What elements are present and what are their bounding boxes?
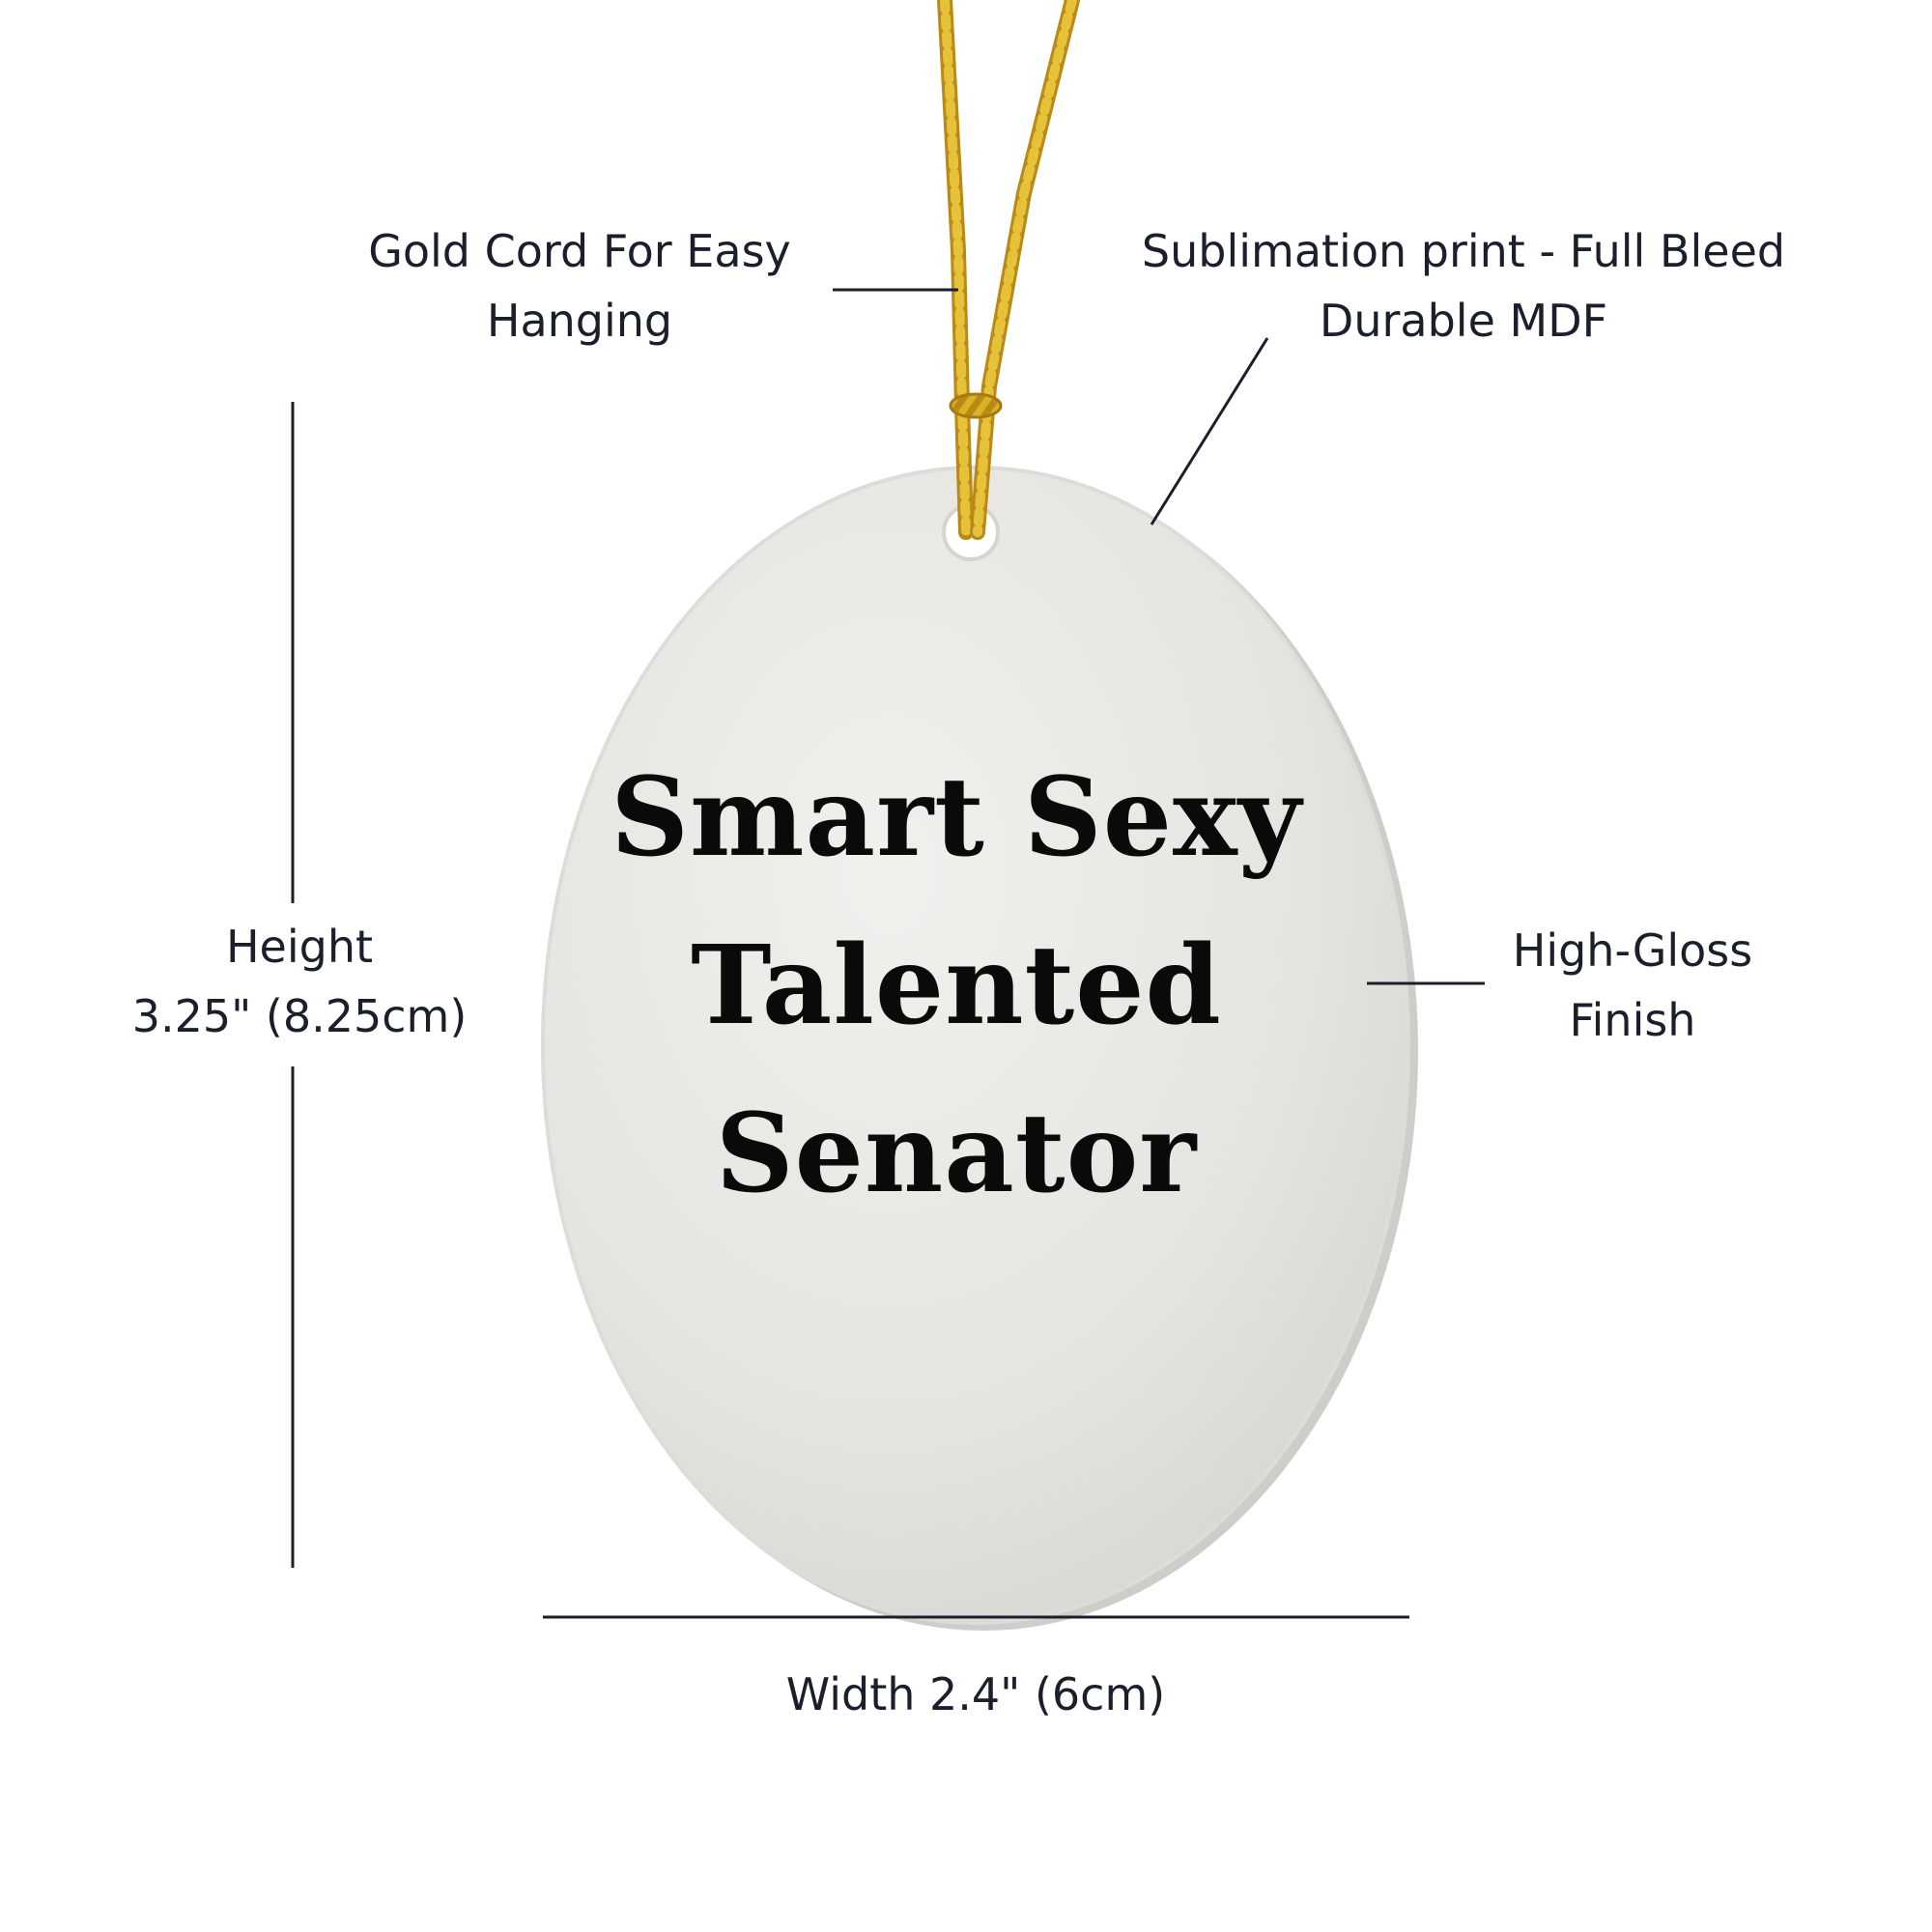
cord-callout: Gold Cord For Easy Hanging: [328, 216, 831, 355]
gloss-callout-line-2: Finish: [1569, 994, 1696, 1046]
height-callout: Height 3.25" (8.25cm): [97, 912, 502, 1051]
height-callout-line-1: Height: [225, 921, 374, 973]
ornament-line-3: Senator: [715, 1091, 1198, 1217]
cord-callout-line-2: Hanging: [486, 295, 673, 347]
height-callout-line-2: 3.25" (8.25cm): [131, 990, 468, 1042]
print-callout-line-1: Sublimation print - Full Bleed: [1141, 225, 1786, 277]
width-callout-line-1: Width 2.4" (6cm): [785, 1668, 1166, 1720]
print-callout: Sublimation print - Full Bleed Durable M…: [1092, 216, 1835, 355]
gold-cord: [937, 0, 1080, 540]
cord-callout-line-1: Gold Cord For Easy: [368, 225, 791, 277]
ornament-message: Smart Sexy Talented Senator: [541, 734, 1372, 1238]
print-leader-line: [1150, 337, 1269, 526]
print-callout-line-2: Durable MDF: [1319, 295, 1608, 347]
ornament-line-2: Talented: [691, 923, 1222, 1049]
ornament-line-1: Smart Sexy: [611, 754, 1302, 881]
width-callout: Width 2.4" (6cm): [676, 1660, 1275, 1729]
gloss-callout-line-1: High-Gloss: [1512, 924, 1753, 977]
gloss-callout: High-Gloss Finish: [1468, 916, 1797, 1055]
